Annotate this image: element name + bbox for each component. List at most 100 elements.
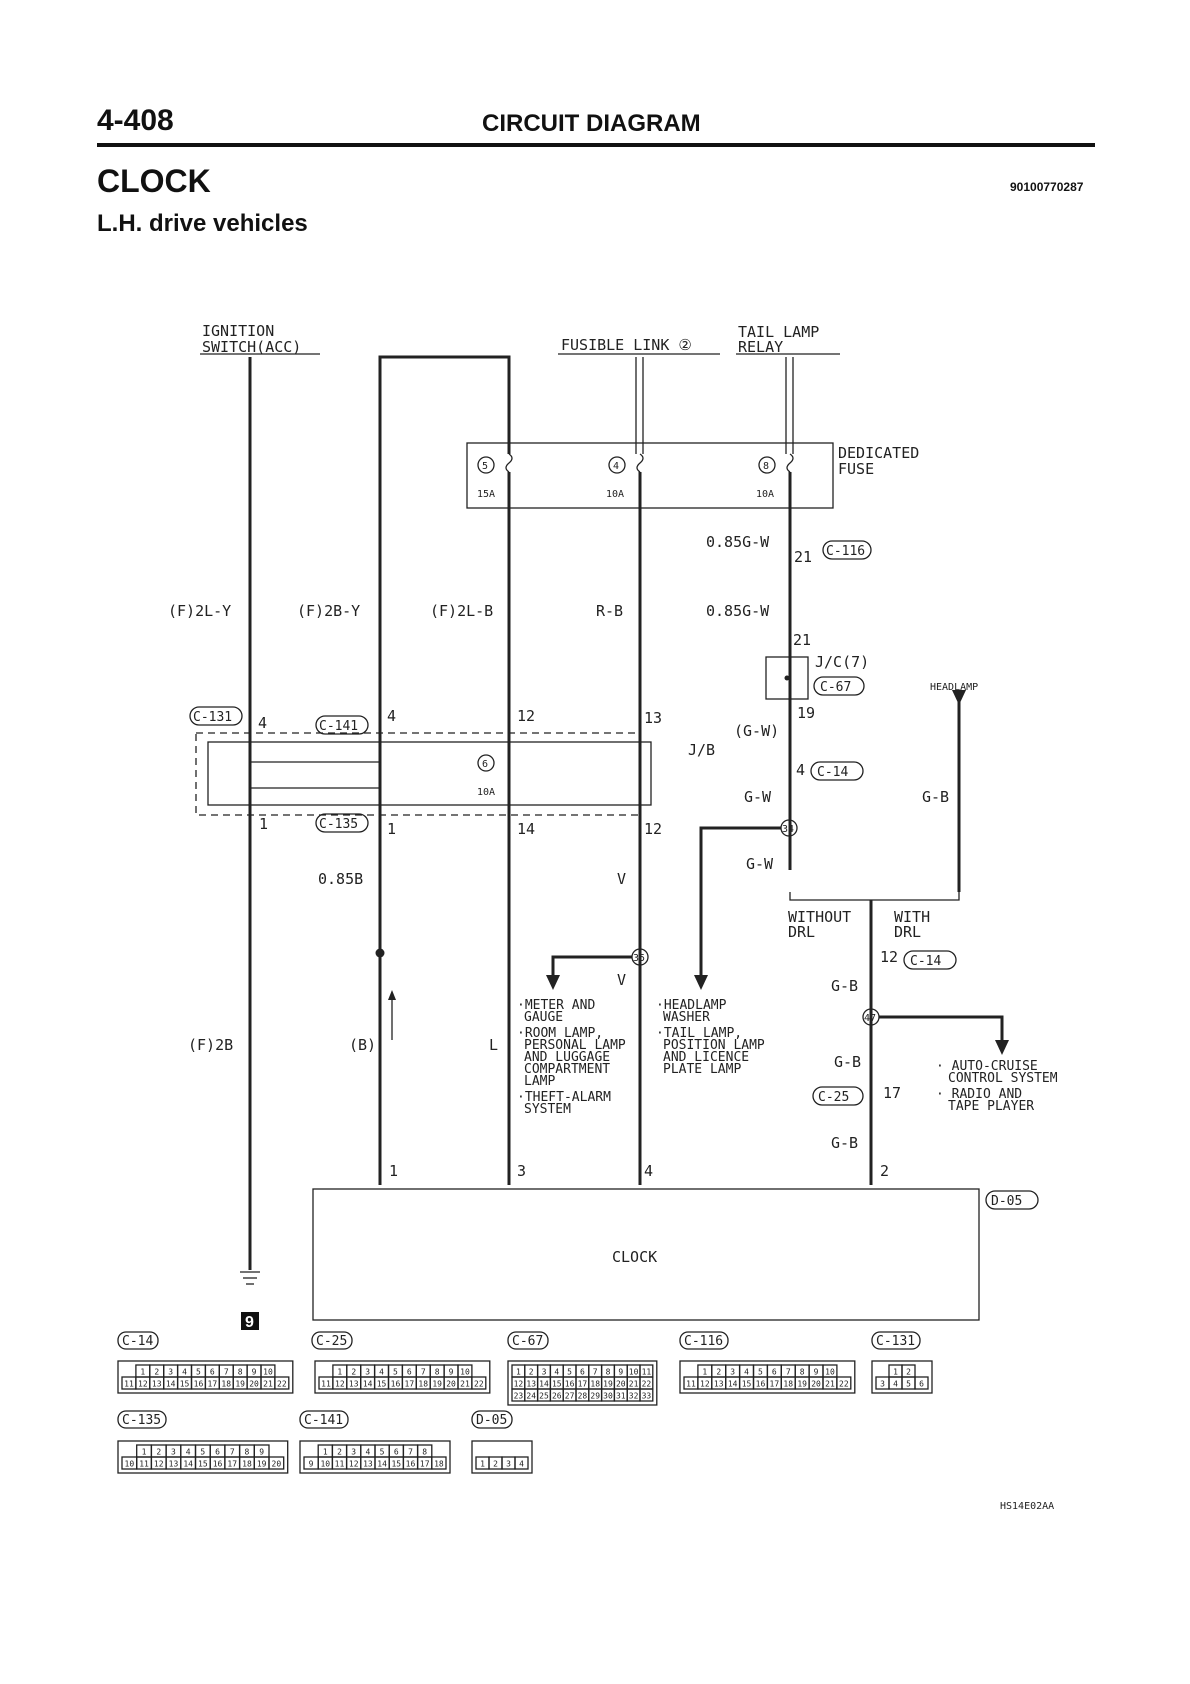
connector-pin-number: 11 (686, 1380, 696, 1389)
connector-pin-number: 18 (221, 1380, 231, 1389)
load-radio: · RADIO AND TAPE PLAYER (936, 1087, 1034, 1114)
connector-pin-number: 2 (906, 1368, 911, 1377)
connector-pin-number: 16 (406, 1460, 416, 1469)
junction-block-box (207, 741, 652, 806)
ground-number-box (241, 1312, 259, 1330)
connector-pin-number: 33 (642, 1392, 652, 1401)
current-arrow-head (388, 990, 396, 1000)
svg-text:PLATE LAMP: PLATE LAMP (663, 1062, 741, 1077)
fuse-8: 8 10A (756, 453, 794, 500)
connector-pin-number: 2 (337, 1448, 342, 1457)
connector-pin-number: 13 (169, 1460, 179, 1469)
pin-jb-12b: 12 (644, 820, 662, 838)
load-tail-lamp: ·TAIL LAMP, POSITION LAMP AND LICENCE PL… (656, 1026, 765, 1077)
page-title: CLOCK (97, 163, 211, 199)
connector-pin-number: 1 (893, 1368, 898, 1377)
wire-label-4: R-B (596, 602, 623, 620)
connector-pin-number: 15 (198, 1460, 208, 1469)
arrow-washer (694, 975, 708, 990)
connector-pin-number: 4 (186, 1448, 191, 1457)
connector-pin-number: 18 (590, 1380, 600, 1389)
connector-pin-number: 26 (552, 1392, 562, 1401)
connector-pin-number: 6 (580, 1368, 585, 1377)
connector-pin-number: 13 (152, 1380, 162, 1389)
connector-pin (274, 1376, 290, 1390)
connector-pin-number: 14 (377, 1460, 387, 1469)
connector-pin-number: 9 (618, 1368, 623, 1377)
connector-pin-number: 12 (349, 1460, 359, 1469)
connector-pin-number: 21 (629, 1380, 639, 1389)
connector-pin (431, 1456, 447, 1470)
connector-pin-number: 11 (124, 1380, 134, 1389)
connector-pin-number: 12 (138, 1380, 148, 1389)
wire-label-5c: (G-W) (734, 722, 779, 740)
connector-pin-number: 18 (242, 1460, 252, 1469)
junction-34-label: 34 (782, 824, 794, 835)
connector-pin-number: 20 (249, 1380, 259, 1389)
wire-junction-34-branch (699, 826, 781, 975)
connector-pin-number: 5 (380, 1448, 385, 1457)
connector-pin-number: 13 (363, 1460, 373, 1469)
connector-pin-number: 3 (365, 1368, 370, 1377)
connector-pin-number: 4 (893, 1380, 898, 1389)
svg-text:·METER AND: ·METER AND (517, 998, 595, 1013)
svg-text:CONTROL SYSTEM: CONTROL SYSTEM (948, 1071, 1058, 1086)
connector-pin-number: 1 (337, 1368, 342, 1377)
tag-c116-text: C-116 (826, 544, 865, 559)
arrow-cruise (995, 1040, 1009, 1055)
connector-pin-number: 6 (210, 1368, 215, 1377)
connector-pin-number: 17 (208, 1380, 218, 1389)
connector-pin-number: 7 (224, 1368, 229, 1377)
connector-pin-number: 12 (700, 1380, 710, 1389)
connector-view-label: C-67 (512, 1334, 543, 1349)
svg-text:TAPE PLAYER: TAPE PLAYER (948, 1099, 1034, 1114)
connector-pin-number: 10 (263, 1368, 273, 1377)
jb-label: J/B (688, 741, 715, 759)
pin-jb-14: 14 (517, 820, 535, 838)
pin-c116-21: 21 (794, 548, 812, 566)
connector-pin-number: 5 (906, 1380, 911, 1389)
load-meter-gauge: ·METER AND GAUGE (517, 998, 595, 1025)
load-auto-cruise: · AUTO-CRUISE CONTROL SYSTEM (936, 1059, 1058, 1086)
pin-clock-4: 4 (644, 1162, 653, 1180)
connector-pin-number: 4 (744, 1368, 749, 1377)
connector-pin-number: 8 (422, 1448, 427, 1457)
connector-pin-number: 3 (168, 1368, 173, 1377)
connector-pin-number: 1 (516, 1368, 521, 1377)
svg-text:LAMP: LAMP (524, 1074, 555, 1089)
wire-label-7: 0.85B (318, 870, 363, 888)
connector-pin-number: 4 (554, 1368, 559, 1377)
dedicated-fuse-label-2: FUSE (838, 460, 874, 478)
connector-pin-number: 6 (772, 1368, 777, 1377)
connector-pin (268, 1456, 285, 1470)
connector-pin-number: 22 (839, 1380, 849, 1389)
tag-d05-text: D-05 (991, 1194, 1022, 1209)
section-title: CIRCUIT DIAGRAM (482, 110, 701, 137)
tag-c131 (189, 706, 243, 726)
connector-pin-number: 5 (196, 1368, 201, 1377)
connector-pin-number: 7 (421, 1368, 426, 1377)
connector-pin-number: 10 (825, 1368, 835, 1377)
connector-pin-number: 10 (320, 1460, 330, 1469)
connector-pin-number: 14 (363, 1380, 373, 1389)
load-theft-alarm: ·THEFT-ALARM SYSTEM (517, 1090, 611, 1117)
connector-view-label: C-25 (316, 1334, 347, 1349)
connector-pin-number: 17 (578, 1380, 588, 1389)
jc-dot (784, 675, 790, 681)
connector-pin-number: 31 (616, 1392, 626, 1401)
connector-pin-number: 19 (603, 1380, 613, 1389)
connector-pin-number: 23 (514, 1392, 524, 1401)
connector-pin-number: 3 (171, 1448, 176, 1457)
connector-pin-number: 19 (797, 1380, 807, 1389)
connector-pin-number: 1 (142, 1448, 147, 1457)
connector-pin-number: 16 (391, 1380, 401, 1389)
jb-internal-a (249, 742, 381, 763)
pin-c131-4: 4 (258, 714, 267, 732)
pin-c141-4: 4 (387, 707, 396, 725)
svg-text:PERSONAL LAMP: PERSONAL LAMP (524, 1038, 626, 1053)
connector-pin-number: 16 (194, 1380, 204, 1389)
